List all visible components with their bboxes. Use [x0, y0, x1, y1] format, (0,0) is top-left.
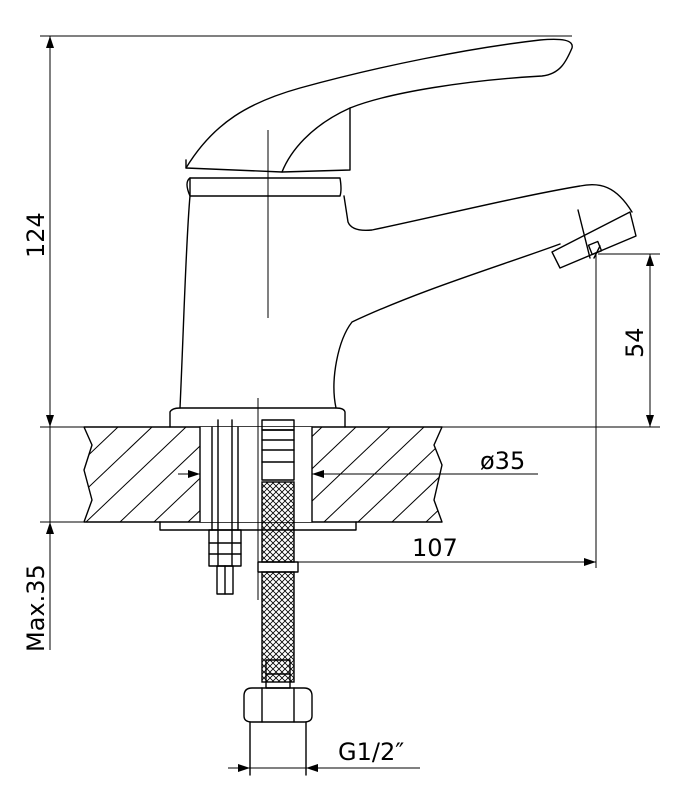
- hatch-line: [528, 427, 628, 522]
- dimension-thread: G1/2″: [228, 738, 420, 772]
- dim-label-124: 124: [22, 212, 50, 258]
- dimension-spout-height: 54: [598, 253, 660, 427]
- lever-handle: [185, 38, 573, 173]
- hatch-line: [84, 427, 85, 522]
- dim-label-max-35: Max.35: [22, 564, 50, 652]
- hatch-line: [84, 427, 153, 522]
- dim-label-107: 107: [412, 534, 458, 562]
- dim-label-thread: G1/2″: [338, 738, 404, 766]
- hose-nut: [243, 687, 313, 776]
- mounting-stud: [208, 419, 242, 595]
- dimension-total-height: 124: [22, 35, 572, 427]
- mounting-hole: [200, 427, 312, 522]
- aerator: [551, 209, 637, 269]
- faucet-body: [169, 177, 633, 428]
- dimension-body-diameter: ø35: [178, 447, 538, 478]
- hatch-line: [391, 427, 442, 522]
- hatch-line: [85, 427, 187, 522]
- dim-label-54: 54: [621, 327, 649, 358]
- dimension-spout-reach: 107: [258, 252, 597, 568]
- fixing-nut: [208, 529, 242, 567]
- hatch-line: [84, 427, 119, 522]
- dim-label-diameter-35: ø35: [480, 447, 525, 475]
- supply-hose: [257, 419, 299, 689]
- dimension-max-countertop: Max.35: [22, 427, 60, 652]
